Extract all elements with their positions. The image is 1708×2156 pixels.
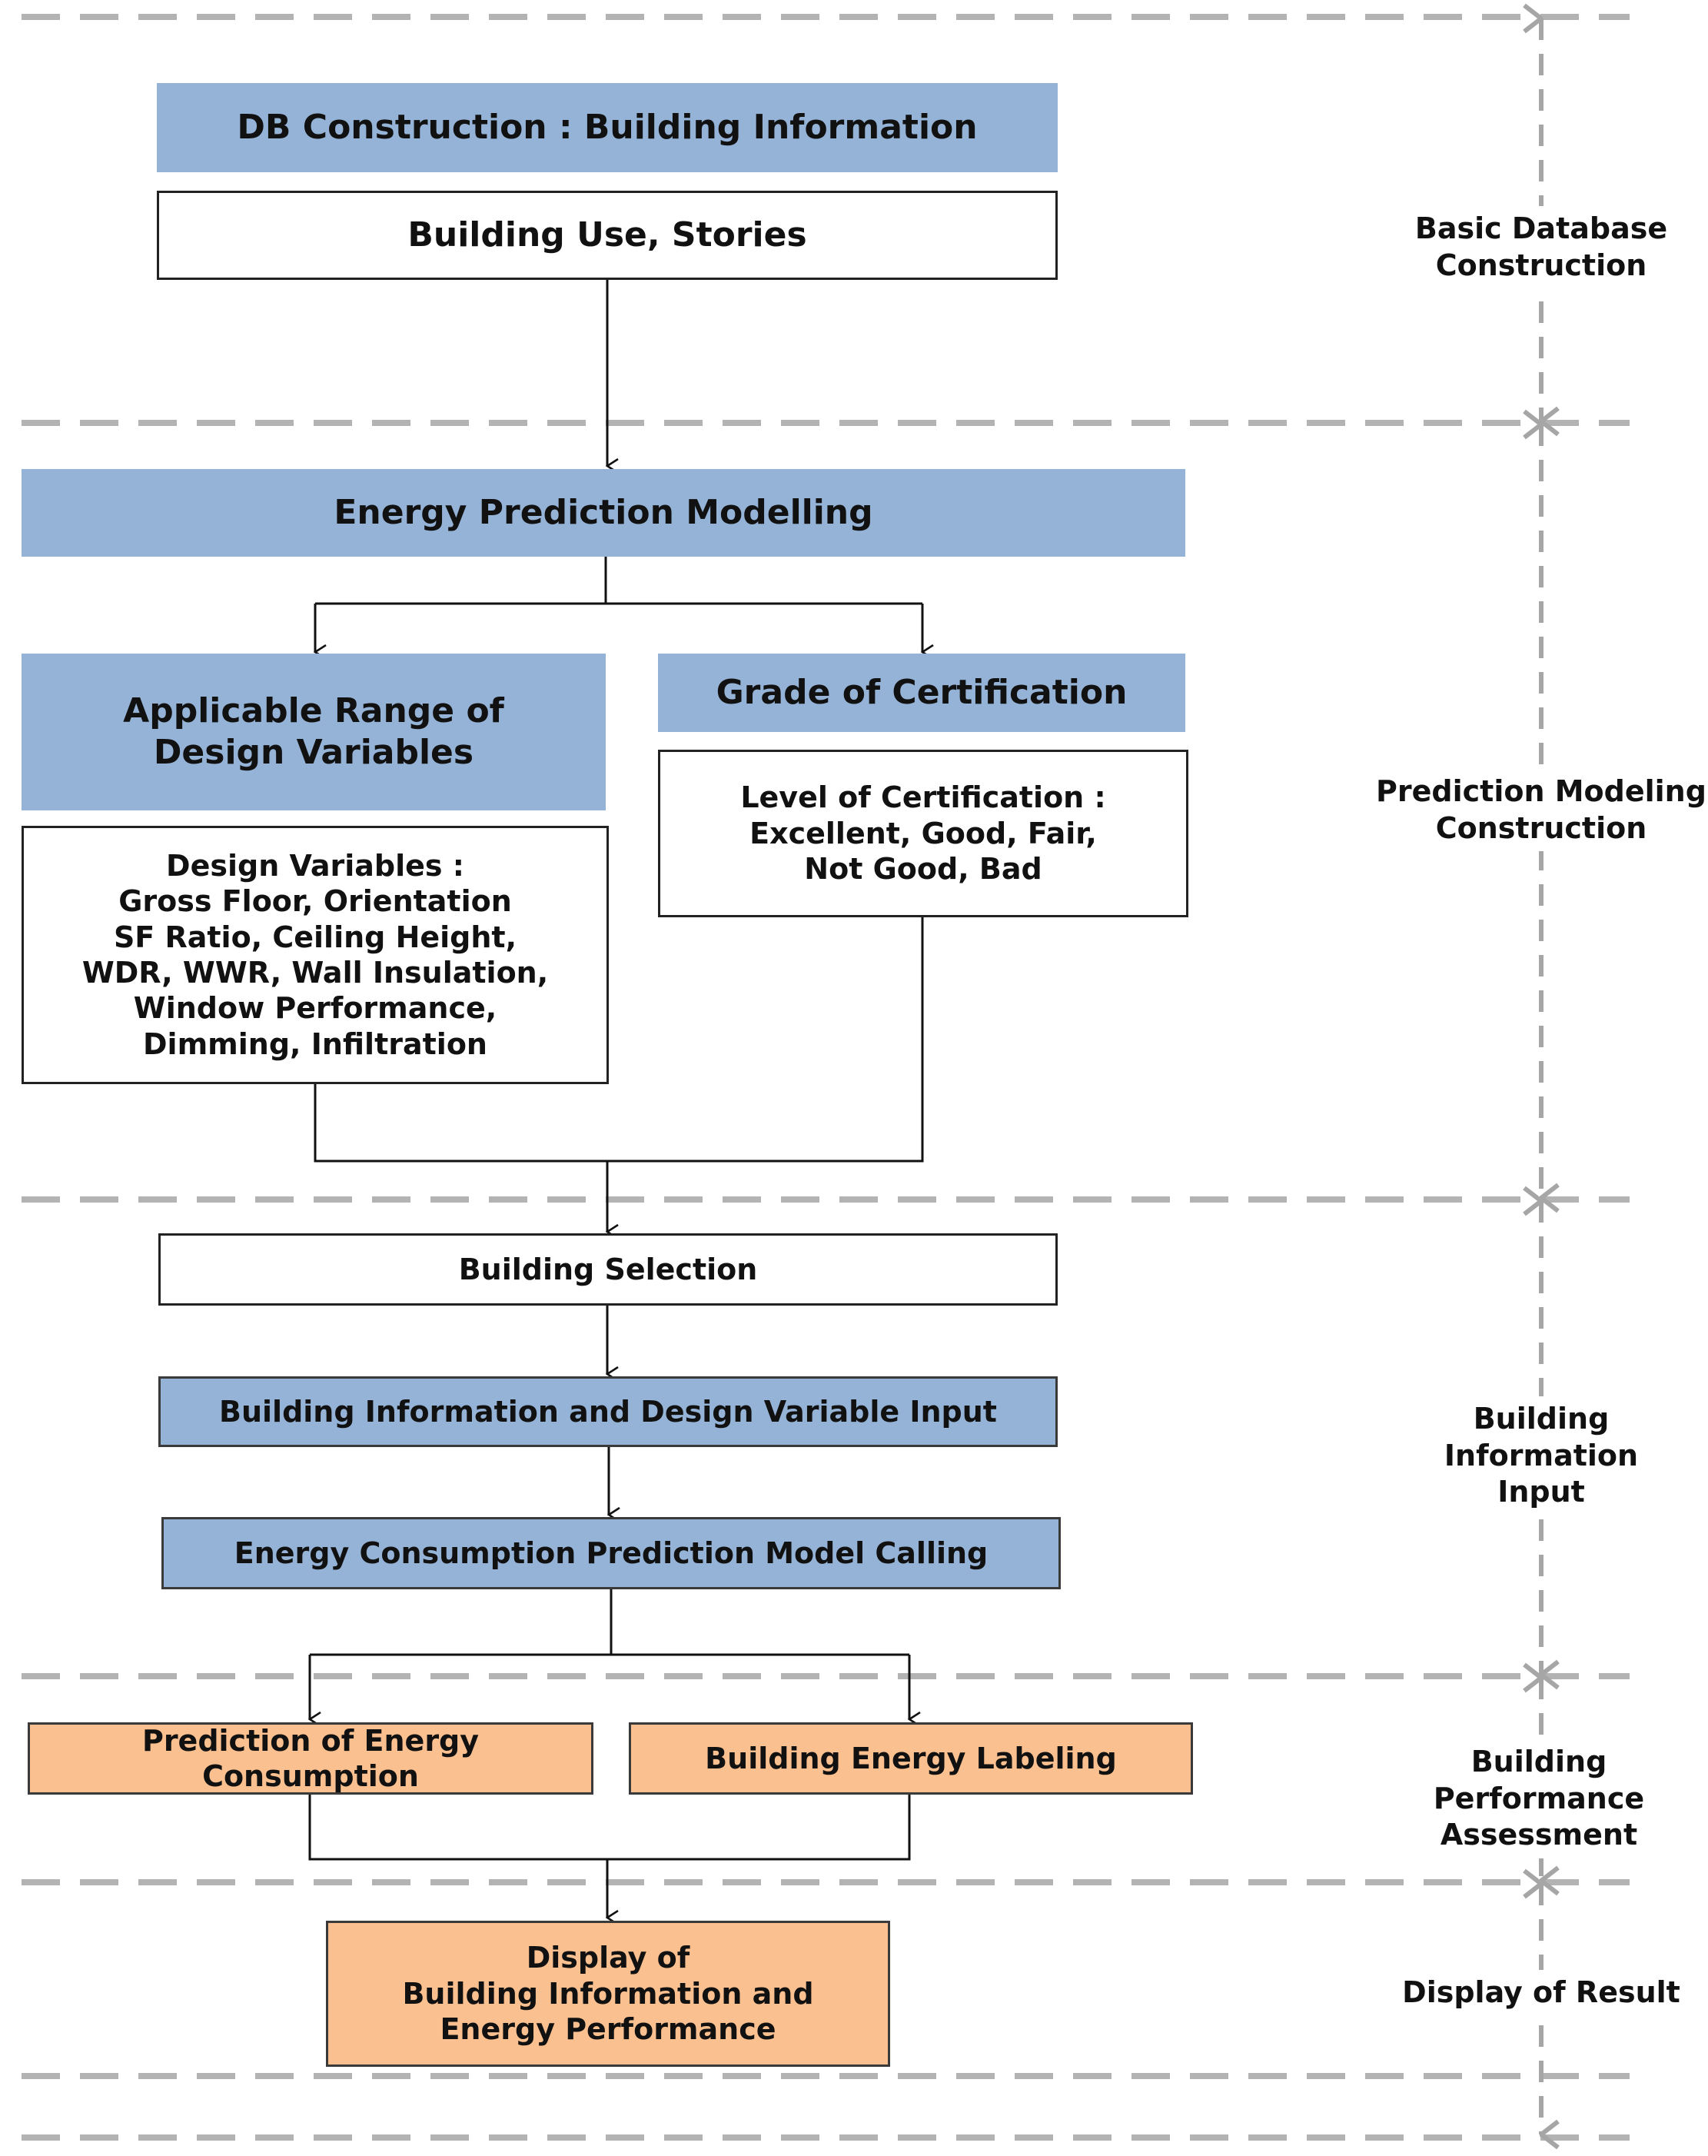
phase-label-display-of-result: Display of Result — [1376, 1970, 1706, 2016]
level-certification-box: Level of Certification : Excellent, Good… — [658, 750, 1188, 917]
prediction-consumption-box: Prediction of Energy Consumption — [28, 1722, 593, 1795]
phase-label-prediction-modeling: Prediction Modeling Construction — [1376, 769, 1706, 851]
energy-labeling-box: Building Energy Labeling — [629, 1722, 1193, 1795]
energy-prediction-box: Energy Prediction Modelling — [22, 469, 1185, 557]
phase-separators — [22, 14, 1630, 2141]
grade-certification-box: Grade of Certification — [658, 654, 1185, 732]
building-use-box: Building Use, Stories — [157, 191, 1058, 280]
applicable-range-box: Applicable Range of Design Variables — [22, 654, 606, 810]
building-selection-box: Building Selection — [158, 1233, 1058, 1306]
design-variable-input-box: Building Information and Design Variable… — [158, 1376, 1058, 1447]
connector-merge — [314, 917, 924, 1163]
model-calling-box: Energy Consumption Prediction Model Call… — [161, 1517, 1061, 1589]
phase-label-building-info-input: Building Information Input — [1376, 1396, 1706, 1516]
connectors — [310, 280, 922, 1918]
phase-label-basic-database: Basic Database Construction — [1376, 206, 1706, 288]
connector-assessment-merge — [308, 1793, 911, 1861]
design-variables-box: Design Variables : Gross Floor, Orientat… — [22, 826, 609, 1084]
display-result-box: Display of Building Information and Ener… — [326, 1921, 890, 2067]
phase-label-performance-assessment: Building Performance Assessment — [1371, 1739, 1706, 1858]
db-construction-box: DB Construction : Building Information — [157, 83, 1058, 172]
